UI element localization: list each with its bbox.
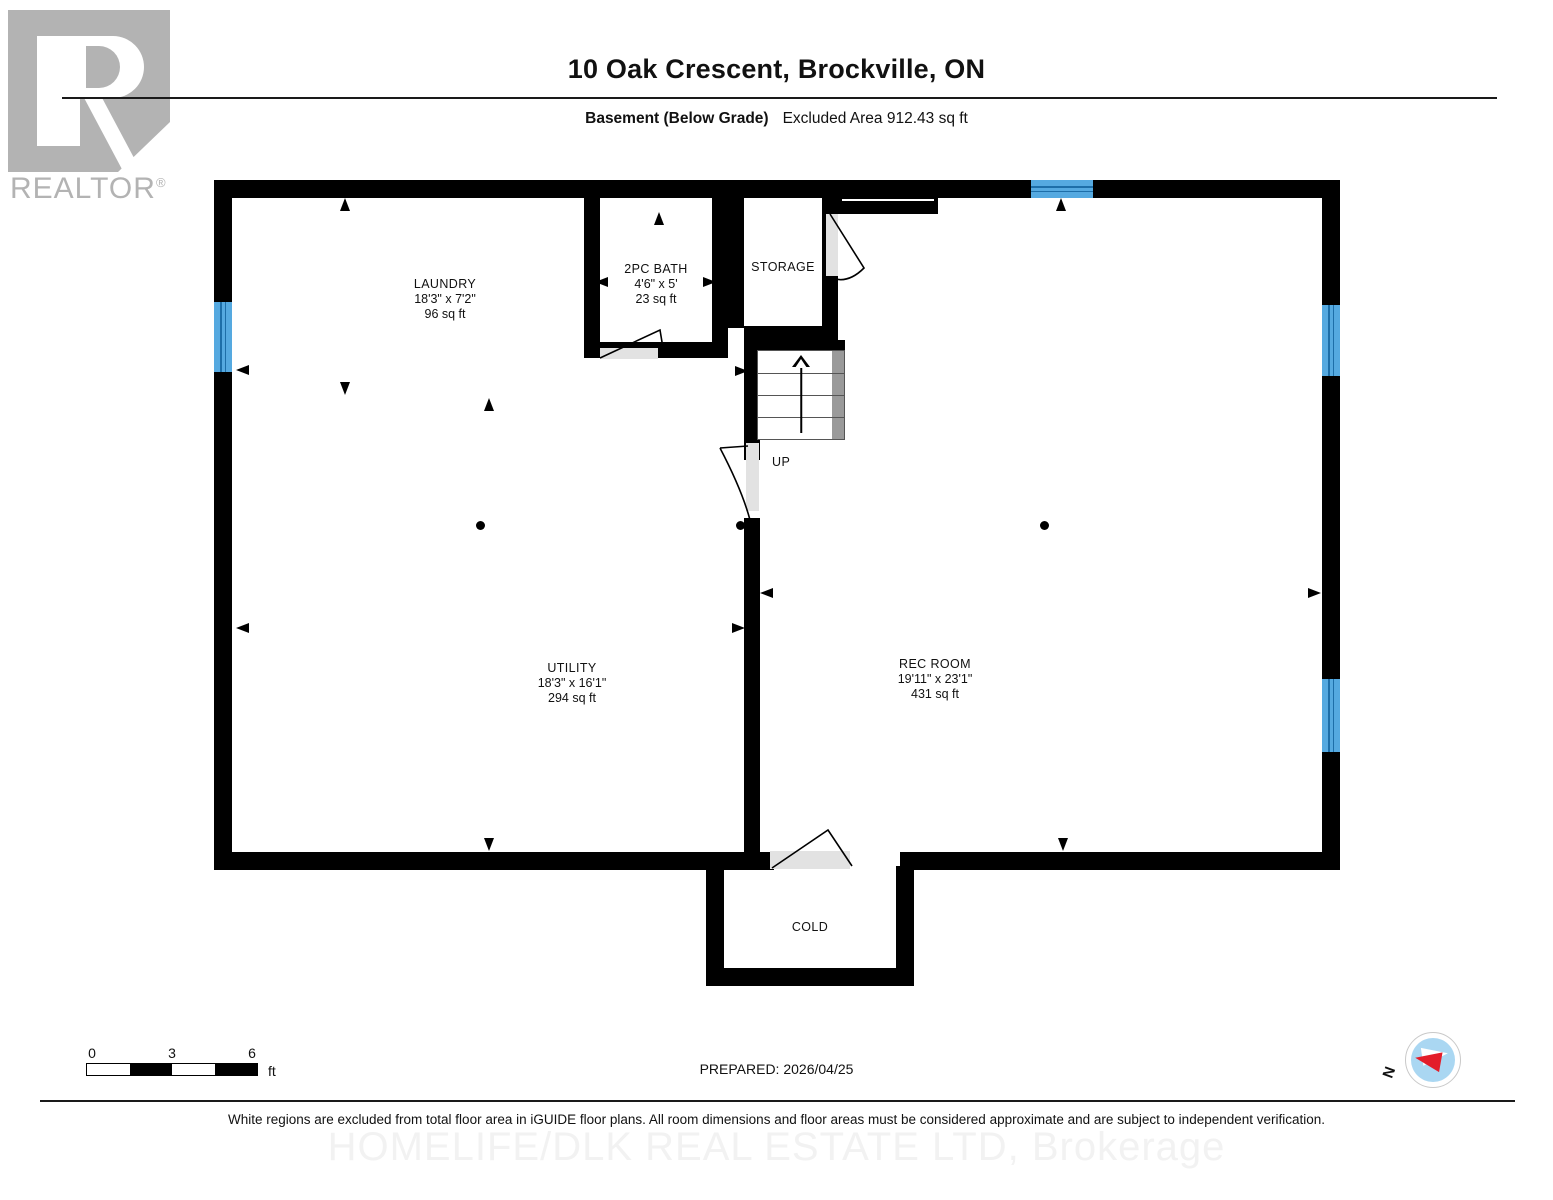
door-swing-stairs xyxy=(719,445,751,521)
dimension-arrow-down xyxy=(1058,838,1068,851)
staircase xyxy=(757,350,845,440)
stair-direction-arrow-icon xyxy=(792,355,810,368)
room-label-bath: 2PC BATH 4'6" x 5' 23 sq ft xyxy=(576,262,736,307)
wall-central-spine-lower xyxy=(744,518,760,858)
floor-subtitle: Basement (Below Grade) Excluded Area 912.… xyxy=(0,110,1553,128)
dimension-arrow-right xyxy=(732,623,745,633)
wall-exterior-right-upper xyxy=(1322,180,1340,305)
wall-exterior-bottom-left xyxy=(214,852,774,870)
wall-storage-left xyxy=(728,198,744,328)
wall-cold-right xyxy=(896,866,914,986)
ceiling-fixture-dot xyxy=(476,521,485,530)
ceiling-fixture-dot xyxy=(1040,521,1049,530)
registered-mark: ® xyxy=(155,175,167,190)
dimension-arrow-left xyxy=(236,365,249,375)
wall-exterior-top xyxy=(214,180,1340,198)
realtor-logo: REALTOR® xyxy=(8,10,173,205)
dimension-arrow-left xyxy=(595,277,608,287)
dimension-arrow-right xyxy=(735,366,748,376)
door-panel-stairs[interactable] xyxy=(746,443,759,511)
compass-rose-icon xyxy=(1405,1032,1461,1088)
dimension-arrow-left xyxy=(760,588,773,598)
dimension-arrow-up xyxy=(484,398,494,411)
room-label-utility: UTILITY 18'3" x 16'1" 294 sq ft xyxy=(492,661,652,706)
room-name-utility: UTILITY xyxy=(547,661,597,675)
dimension-arrow-down xyxy=(484,838,494,851)
wall-exterior-bottom-right xyxy=(900,852,1340,870)
wall-exterior-left-mid xyxy=(214,372,232,870)
window-left-laundry xyxy=(214,302,232,372)
room-label-rec-room: REC ROOM 19'11" x 23'1" 431 sq ft xyxy=(855,657,1015,702)
disclaimer-text: White regions are excluded from total fl… xyxy=(227,1112,1326,1127)
scale-bar-group: 0 3 6 ft xyxy=(86,1045,276,1079)
room-area-rec-room: 431 sq ft xyxy=(911,687,959,701)
room-label-storage: STORAGE xyxy=(711,260,855,275)
window-right-lower xyxy=(1322,679,1340,752)
room-dimensions-rec-room: 19'11" x 23'1" xyxy=(897,672,973,686)
realtor-logo-icon xyxy=(8,10,170,172)
door-panel-storage[interactable] xyxy=(826,214,838,276)
scale-tick-0: 0 xyxy=(88,1045,96,1061)
scale-tick-labels: 0 3 6 xyxy=(86,1045,266,1063)
door-swing-cold xyxy=(771,828,853,869)
room-area-laundry: 96 sq ft xyxy=(424,307,466,321)
stair-up-label: UP xyxy=(772,455,791,469)
wall-stair-head xyxy=(744,340,845,353)
wall-central-spine-upper xyxy=(744,342,760,460)
room-name-rec-room: REC ROOM xyxy=(899,657,971,671)
title-divider xyxy=(62,97,1497,99)
dimension-arrow-up xyxy=(1056,198,1066,211)
room-dimensions-laundry: 18'3" x 7'2" xyxy=(414,292,476,306)
dimension-arrow-right xyxy=(1308,588,1321,598)
room-label-laundry: LAUNDRY 18'3" x 7'2" 96 sq ft xyxy=(365,277,525,322)
room-name-cold: COLD xyxy=(791,920,829,934)
room-name-storage: STORAGE xyxy=(751,260,815,274)
scale-tick-max: 6 xyxy=(248,1045,256,1061)
door-swing-storage xyxy=(829,213,866,281)
excluded-area-label: Excluded Area 912.43 sq ft xyxy=(782,110,968,127)
window-right-upper xyxy=(1322,305,1340,376)
door-panel-bath[interactable] xyxy=(600,348,658,359)
wall-exterior-left-upper xyxy=(214,180,232,302)
dimension-arrow-up xyxy=(654,212,664,225)
ceiling-fixture-dot xyxy=(736,521,745,530)
room-name-laundry: LAUNDRY xyxy=(413,277,477,291)
room-name-bath: 2PC BATH xyxy=(624,262,688,276)
window-top-rec xyxy=(1031,180,1093,198)
wall-bath-left xyxy=(584,198,600,358)
wall-storage-bottom xyxy=(744,326,838,342)
wall-cold-left xyxy=(706,866,724,986)
wall-bath-right xyxy=(712,198,728,358)
room-label-cold: COLD xyxy=(740,920,880,935)
dimension-arrow-up xyxy=(340,198,350,211)
wall-exterior-right-mid xyxy=(1322,376,1340,679)
closet-rod-icon xyxy=(838,192,938,209)
realtor-wordmark-text: REALTOR xyxy=(10,172,156,205)
floor-plan-canvas: UP LAUNDRY 18'3" x 7'2" 96 sq ft 2PC BAT… xyxy=(214,180,1340,986)
wall-exterior-right-lower xyxy=(1322,752,1340,870)
prepared-date: PREPARED: 2026/04/25 xyxy=(699,1061,854,1077)
room-dimensions-bath: 4'6" x 5' xyxy=(634,277,678,291)
room-dimensions-utility: 18'3" x 16'1" xyxy=(537,676,607,690)
scale-bar xyxy=(86,1063,258,1076)
dimension-arrow-right xyxy=(703,277,716,287)
floor-level-label: Basement (Below Grade) xyxy=(585,110,769,127)
dimension-arrow-down xyxy=(340,382,350,395)
scale-unit-label: ft xyxy=(268,1063,276,1079)
footer-divider xyxy=(40,1100,1515,1102)
door-swing-bath xyxy=(599,328,665,359)
realtor-wordmark: REALTOR® xyxy=(10,172,167,206)
scale-tick-mid: 3 xyxy=(168,1045,176,1061)
wall-cold-bottom xyxy=(706,968,914,986)
room-area-bath: 23 sq ft xyxy=(635,292,677,306)
room-area-utility: 294 sq ft xyxy=(548,691,596,705)
page-title: 10 Oak Crescent, Brockville, ON xyxy=(567,54,986,84)
brokerage-watermark: HOMELIFE/DLK REAL ESTATE LTD, Brokerage xyxy=(327,1125,1226,1169)
dimension-arrow-left xyxy=(236,623,249,633)
